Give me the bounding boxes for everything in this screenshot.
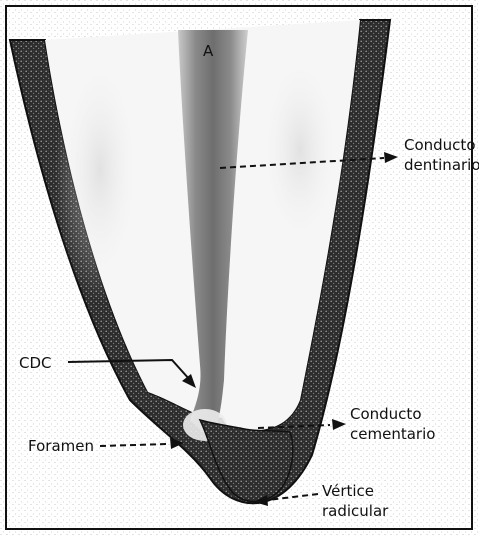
- label-conducto-dentinario-line1: Conducto: [404, 136, 476, 154]
- label-conducto-dentinario-line2: dentinario: [404, 156, 479, 174]
- label-cdc: CDC: [19, 354, 52, 372]
- label-conducto-cementario-line1: Conducto: [350, 405, 422, 423]
- label-conducto-cementario-line2: cementario: [350, 425, 435, 443]
- dentin-shade-left: [55, 40, 145, 300]
- dentin-shade-right: [255, 40, 345, 260]
- label-vertice-line2: radicular: [322, 502, 388, 520]
- label-vertice-line1: Vértice: [322, 482, 374, 500]
- label-foramen: Foramen: [28, 437, 94, 455]
- label-a: A: [203, 42, 213, 60]
